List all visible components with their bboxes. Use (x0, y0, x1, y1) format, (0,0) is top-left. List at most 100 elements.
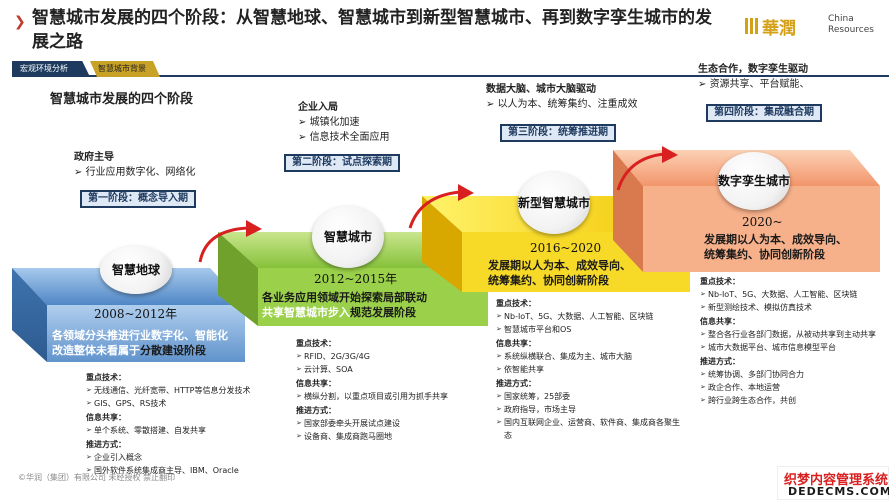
growth-arrow-2-head (458, 184, 474, 201)
growth-arrow-3-head (662, 146, 678, 163)
stage3-desc-line2: 统筹集约、协同创新阶段 (488, 273, 688, 288)
stage4-circle: 数字孪生城市 (718, 152, 790, 210)
stage2-desc-line1: 各业务应用领域开始探索局部联动 (262, 291, 427, 304)
stage3-detail-item: 智慧城市平台和OS (496, 323, 682, 336)
stage1-detail-item: 国外软件系统集成商主导、IBM、Oracle (86, 464, 286, 477)
growth-arrow-1-head (246, 220, 262, 237)
stage1-detail-heading: 信息共享： (86, 413, 126, 422)
stage4-point-text: 资源共享、平台赋能、 (709, 79, 810, 90)
stage1-desc-line1: 各领域分头推进行业数字化、智能化 (52, 329, 228, 342)
site-watermark: 织梦内容管理系统 DEDECMS.COM (777, 466, 889, 500)
stage4-desc-line1: 发展期以人为本、成效导向、 (704, 233, 847, 246)
stage1-desc-line2: 改造整体未看属于分散建设阶段 (52, 343, 252, 358)
stage4-detail-heading: 信息共享： (700, 317, 740, 326)
stage4-years: 2020~ (742, 215, 783, 229)
stage1-detail-heading: 重点技术： (86, 373, 126, 382)
stage3-badge: 第三阶段：统筹推进期 (500, 124, 616, 142)
stage2-detail-item: 设备商、集成商跑马圈地 (296, 430, 496, 443)
stage1-years: 2008~2012年 (94, 307, 178, 321)
stage2-detail-item: 国家部委牵头开展试点建设 (296, 417, 496, 430)
stage4-detail-item: 新型测绘技术、模拟仿真技术 (700, 301, 884, 314)
stage2-years: 2012~2015年 (314, 272, 398, 286)
stage4-detail-heading: 重点技术： (700, 277, 740, 286)
stage4-intro: 生态合作，数字孪生驱动 ➢ 资源共享、平台赋能、 (698, 62, 878, 92)
stage1-description: 各领域分头推进行业数字化、智能化 改造整体未看属于分散建设阶段 (52, 328, 252, 358)
stage4-desc-bold: 协同创新阶段 (759, 248, 825, 261)
stage4-point: ➢ 资源共享、平台赋能、 (698, 79, 810, 90)
section-title: 智慧城市发展的四个阶段 (50, 92, 194, 107)
stage3-detail-heading: 重点技术： (496, 299, 536, 308)
stage4-lead: 生态合作，数字孪生驱动 (698, 64, 808, 75)
stage1-detail-item: GIS、GPS、RS技术 (86, 397, 286, 410)
stage3-description: 发展期以人为本、成效导向、 统筹集约、协同创新阶段 (488, 258, 688, 288)
stage2-point-text: 城镇化加速 (309, 117, 360, 128)
stage3-detail-heading: 信息共享： (496, 339, 536, 348)
nav-tab-smart-city-background[interactable]: 智慧城市背景 (90, 61, 160, 77)
stage1-badge: 第一阶段：概念导入期 (80, 190, 196, 208)
stage4-detail-item: 统筹协调、多部门协同合力 (700, 368, 884, 381)
stage1-desc-bold: 分散建设阶段 (140, 344, 206, 357)
stage3-details: 重点技术： Nb-IoT、5G、大数据、人工智能、区块链 智慧城市平台和OS 信… (496, 296, 682, 442)
stage1-intro: 政府主导 ➢ 行业应用数字化、网络化 (74, 150, 254, 180)
copyright-footer: ©华润（集团）有限公司 未经授权 禁止翻印 (18, 473, 176, 482)
stage2-detail-item: 云计算、SOA (296, 363, 496, 376)
stage3-detail-item: 政府指导，市场主导 (496, 403, 682, 416)
stage4-detail-item: Nb-IoT、5G、大数据、人工智能、区块链 (700, 288, 884, 301)
stage1-detail-item: 无线通信、光纤宽带、HTTP等信息分发技术 (86, 384, 286, 397)
stage2-lead: 企业入局 (298, 102, 338, 113)
stage4-slab-front (643, 186, 880, 272)
stage2-point-text: 信息技术全面应用 (309, 132, 390, 143)
page-header: ❯ 智慧城市发展的四个阶段：从智慧地球、智慧城市到新型智慧城市、再到数字孪生城市… (0, 0, 889, 58)
stage3-detail-item: 国内互联网企业、运营商、软件商、集成商各聚生态 (496, 416, 682, 442)
stage2-point: ➢ 城镇化加速 (298, 117, 360, 128)
growth-arrow-3 (616, 152, 665, 191)
stage1-detail-item: 单个系统、零散搭建、自发共享 (86, 424, 286, 437)
watermark-line2: DEDECMS.COM (788, 485, 889, 498)
stage2-point: ➢ 信息技术全面应用 (298, 132, 390, 143)
stage4-detail-item: 城市大数据平台、城市信息模型平台 (700, 341, 884, 354)
stage3-detail-item: Nb-IoT、5G、大数据、人工智能、区块链 (496, 310, 682, 323)
section-nav: 宏观环境分析 智慧城市背景 (12, 61, 889, 77)
stage4-description: 发展期以人为本、成效导向、 统筹集约、协同创新阶段 (704, 232, 879, 262)
stage3-point: ➢ 以人为本、统筹集约、注重成效 (486, 99, 638, 110)
stage3-desc-bold: 协同创新阶段 (543, 274, 609, 287)
title-marker-icon: ❯ (14, 14, 26, 30)
stage2-slab-side (218, 232, 258, 326)
stage3-detail-item: 依智能共享 (496, 363, 682, 376)
stage1-circle: 智慧地球 (100, 246, 172, 294)
stage1-details: 重点技术： 无线通信、光纤宽带、HTTP等信息分发技术 GIS、GPS、RS技术… (86, 370, 286, 477)
stage1-point: ➢ 行业应用数字化、网络化 (74, 167, 196, 178)
company-logo: 華潤 China Resources (744, 12, 884, 52)
stage1-slab-side (12, 268, 47, 362)
stage2-desc-text: 共享智慧城市步入 (262, 306, 350, 319)
stage2-detail-item: RFID、2G/3G/4G (296, 350, 496, 363)
stage3-years: 2016~2020 (530, 241, 602, 255)
watermark-line1: 织梦内容管理系统 (784, 473, 889, 488)
nav-tab-macro-analysis[interactable]: 宏观环境分析 (12, 61, 90, 77)
stage1-desc-text: 改造整体未看属于 (52, 344, 140, 357)
logo-english-text: China Resources (828, 14, 874, 35)
stage3-lead: 数据大脑、城市大脑驱动 (486, 84, 596, 95)
stage2-detail-heading: 重点技术： (296, 339, 336, 348)
stage4-detail-item: 跨行业跨生态合作，共创 (700, 394, 884, 407)
stage2-badge: 第二阶段：试点探索期 (284, 154, 400, 172)
logo-icon (745, 18, 758, 34)
growth-arrow-2 (408, 190, 461, 229)
stage3-desc-line1: 发展期以人为本、成效导向、 (488, 259, 631, 272)
stage2-intro: 企业入局 ➢ 城镇化加速 ➢ 信息技术全面应用 (298, 100, 468, 145)
stage1-point-text: 行业应用数字化、网络化 (85, 167, 196, 178)
growth-arrow-1 (198, 226, 249, 263)
stage4-desc-text: 统筹集约、 (704, 248, 759, 261)
stage1-slab-front (47, 305, 245, 362)
stage3-intro: 数据大脑、城市大脑驱动 ➢ 以人为本、统筹集约、注重成效 (486, 82, 686, 112)
logo-chinese-text: 華潤 (762, 19, 796, 39)
stage3-detail-item: 系统纵横联合、集成为主、城市大脑 (496, 350, 682, 363)
stage4-detail-heading: 推进方式： (700, 357, 740, 366)
stage2-desc-bold: 规范发展阶段 (350, 306, 416, 319)
stage4-details: 重点技术： Nb-IoT、5G、大数据、人工智能、区块链 新型测绘技术、模拟仿真… (700, 274, 884, 407)
stage2-detail-item: 横纵分割，以重点项目或引用为抓手共享 (296, 390, 496, 403)
stage2-description: 各业务应用领域开始探索局部联动 共享智慧城市步入规范发展阶段 (262, 290, 490, 320)
stage2-slab-front (258, 268, 488, 326)
stage4-detail-item: 政企合作、本地运营 (700, 381, 884, 394)
stage2-desc-line2: 共享智慧城市步入规范发展阶段 (262, 305, 490, 320)
